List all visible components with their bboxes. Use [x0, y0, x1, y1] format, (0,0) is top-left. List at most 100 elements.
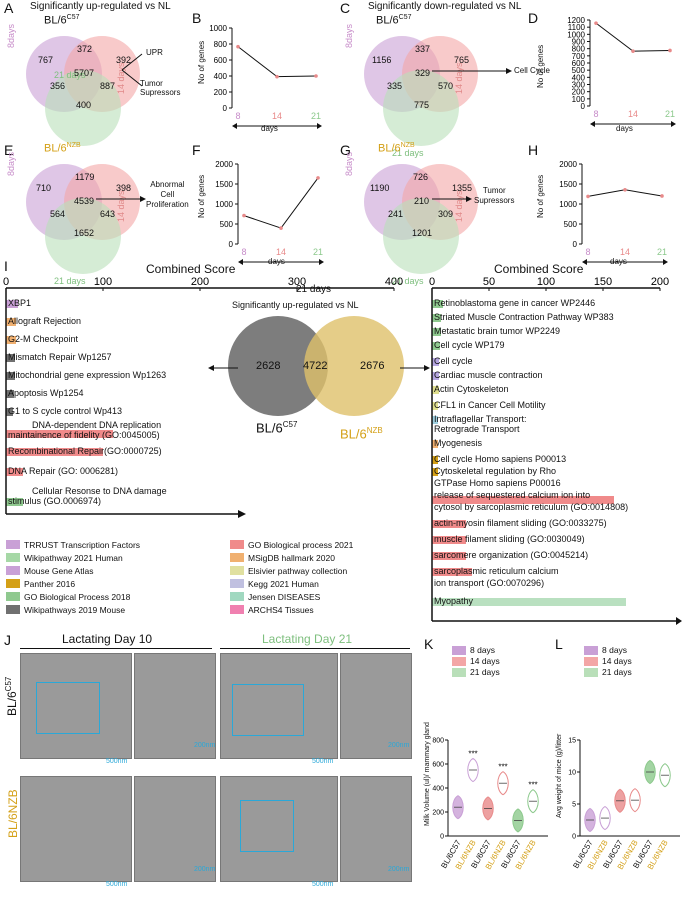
j-em-d21-c57-zoom [340, 653, 412, 759]
data-point [316, 176, 320, 180]
venn-a-strain: BL/6C57 [44, 14, 80, 27]
score-bar [6, 372, 15, 380]
legend-label: MSigDB hallmark 2020 [248, 553, 335, 563]
i-center-venn [228, 316, 404, 416]
pathway-term: Cytoskeletal regulation by Rho [434, 466, 557, 476]
y-tick-label: 500 [220, 220, 234, 229]
venn-c-bottom-label: 21 days [392, 148, 424, 158]
panel-letter-i: I [4, 258, 8, 274]
venn-c-v3: 765 [454, 55, 470, 65]
j-scale-200: 200nm [194, 742, 216, 749]
pathway-term: Retinoblastoma gene in cancer WP2446 [434, 298, 596, 308]
pathway-term: Retrograde Transport [434, 424, 520, 434]
y-tick-label: 0 [581, 102, 586, 111]
legend-swatch [6, 592, 20, 601]
venn-a-v6: 887 [100, 81, 116, 91]
y-tick-label: 1000 [215, 200, 233, 209]
j-zoom-box [36, 682, 100, 734]
chart-d-xlabel: days [616, 124, 633, 133]
chart-f-ylabel: No of genes [197, 174, 206, 218]
chart-d: 0100200300400500600700800900100011001200… [567, 16, 676, 127]
pathway-term: sarcoplasmic reticulum calcium [434, 566, 559, 576]
x-arrowhead [319, 259, 324, 265]
legend-swatch [452, 668, 466, 677]
pathway-term: Cell cycle Homo sapiens P00013 [434, 454, 567, 464]
y-tick-label: 600 [214, 56, 228, 65]
legend-label: 14 days [470, 656, 500, 666]
j-em-d21-nzb-zoom [340, 776, 412, 882]
x-arrowhead [671, 121, 676, 127]
venn-g-v4: 210 [414, 196, 430, 206]
venn-a-v4: 5707 [74, 68, 95, 78]
y-tick-label: 600 [572, 59, 586, 68]
x-arrowhead [590, 121, 595, 127]
chart-d-ylabel: No of genes [536, 44, 545, 88]
data-point [594, 21, 598, 25]
i-left-axis-title: Combined Score [146, 262, 236, 276]
pathway-term: DNA Repair (GO: 0006281) [8, 466, 119, 476]
data-point [668, 48, 672, 53]
y-tick-label: 1500 [215, 180, 233, 189]
i-venn-right-arrow [400, 365, 430, 371]
chart-f-xlabel: days [268, 257, 285, 266]
legend-label: ARCHS4 Tissues [248, 605, 314, 615]
venn-e-v1: 710 [36, 183, 52, 193]
x-tick-label: 21 [657, 247, 667, 257]
score-bar [6, 468, 24, 476]
series-line [243, 177, 319, 229]
j-em-d21-c57-wide [220, 653, 338, 759]
pathway-term: sarcomere organization (GO:0045214) [434, 550, 589, 560]
y-tick-label: 200 [432, 810, 444, 817]
chart-b-ylabel: No of genes [197, 40, 206, 84]
x-tick-label: 14 [620, 247, 630, 257]
data-point [623, 188, 627, 192]
panel-letter-f: F [192, 142, 201, 158]
pathway-term: muscle filament sliding (GO:0030049) [434, 534, 585, 544]
venn-a-upr-label: UPR [146, 48, 163, 57]
legend-label: Panther 2016 [24, 579, 76, 589]
y-tick-label: 100 [572, 95, 586, 104]
pathway-term: cytosol by sarcoplasmic reticulum (GO:00… [434, 502, 629, 512]
score-bar [432, 416, 438, 424]
j-zoom-box [232, 684, 304, 736]
x-tick-label: 14 [272, 111, 282, 121]
pathway-term: Recombinational Repair(GO:0000725) [8, 446, 162, 456]
score-bar [432, 568, 472, 576]
y-tick-label: 1100 [568, 23, 586, 32]
i-venn-right-count: 2676 [360, 360, 385, 372]
i-venn-left-count: 2628 [256, 360, 281, 372]
venn-a-v5: 356 [50, 81, 66, 91]
score-bar [432, 372, 439, 380]
venn-c-diagram [364, 36, 478, 146]
venn-g-v5: 241 [388, 209, 404, 219]
y-tick-label: 400 [572, 73, 586, 82]
data-point [275, 74, 279, 79]
pathway-term: Apoptosis Wp1254 [8, 388, 84, 398]
venn-e-v4: 4539 [74, 196, 95, 206]
x-tick-label: 300 [288, 276, 306, 288]
venn-a-left-label: 8days [6, 23, 16, 48]
venn-e-v3: 398 [116, 183, 132, 193]
y-tick-label: 0 [572, 834, 576, 841]
y-tick-label: 0 [573, 240, 578, 249]
pathway-term: Intraflagellar Transport: [434, 414, 527, 424]
pathway-term: release of sequestered calcium ion into [434, 490, 591, 500]
i-venn-mid-count: 4722 [303, 360, 328, 372]
data-point [631, 49, 635, 53]
pathway-term: ion transport (GO:0070296) [434, 578, 545, 588]
legend-label: GO Biological process 2021 [248, 540, 354, 550]
score-bar [6, 354, 15, 362]
legend-swatch [6, 566, 20, 575]
x-tick-label: 0 [3, 276, 9, 288]
pathway-term: stimulus (GO.0006974) [8, 496, 102, 506]
score-bar [432, 386, 439, 394]
y-tick-label: 300 [572, 81, 586, 90]
score-bar [432, 552, 467, 560]
x-tick-label: 21 [311, 111, 321, 121]
legend-label: Jensen DISEASES [248, 592, 321, 602]
venn-g-strain: BL/6NZB [378, 142, 415, 155]
panel-letter-h: H [528, 142, 539, 158]
venn-g-v1: 1190 [370, 183, 390, 193]
